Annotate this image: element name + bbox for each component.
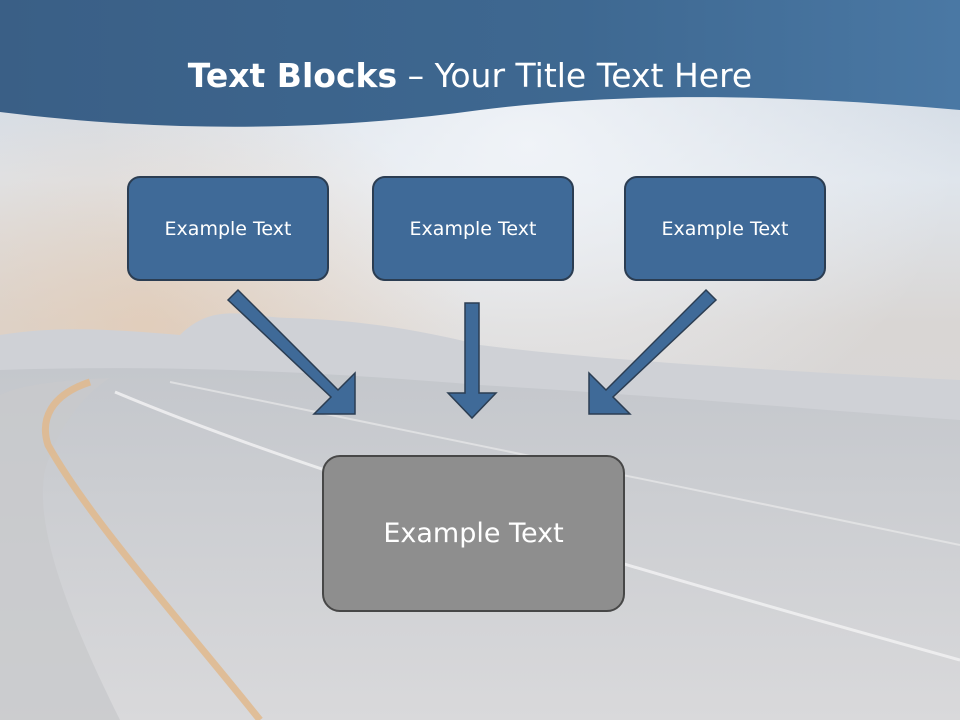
result-block-label: Example Text <box>383 518 564 549</box>
text-block-3-label: Example Text <box>661 217 789 240</box>
result-block: Example Text <box>322 455 625 612</box>
title-dash: – <box>397 56 435 95</box>
text-block-2-label: Example Text <box>409 217 537 240</box>
page-title: Text Blocks – Your Title Text Here <box>0 52 960 100</box>
text-block-1-label: Example Text <box>164 217 292 240</box>
title-bold: Text Blocks <box>187 56 398 95</box>
title-rest: Your Title Text Here <box>434 56 753 95</box>
text-block-2: Example Text <box>372 176 574 281</box>
text-block-3: Example Text <box>624 176 826 281</box>
text-block-1: Example Text <box>127 176 329 281</box>
